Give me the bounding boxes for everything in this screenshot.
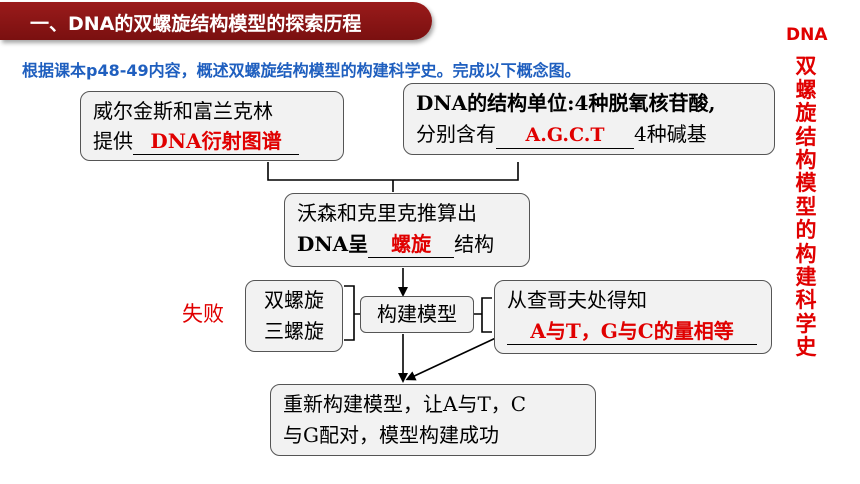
chargaff-answer: A与T，G与C的量相等 bbox=[507, 318, 757, 345]
section-banner: 一、DNA的双螺旋结构模型的探索历程 bbox=[0, 2, 432, 40]
rebuild-box: 重新构建模型，让A与T，C 与G配对，模型构建成功 bbox=[270, 384, 596, 456]
side-title-char: 双 bbox=[795, 54, 817, 79]
wilkins-answer: DNA衍射图谱 bbox=[133, 128, 299, 155]
side-title-char: 的 bbox=[795, 218, 817, 243]
side-title-char: 型 bbox=[795, 194, 817, 219]
rebuild-line1: 重新构建模型，让A与T，C bbox=[283, 392, 527, 416]
wilkins-line1: 威尔金斯和富兰克林 bbox=[93, 99, 273, 123]
unit-line1: DNA的结构单位:4种脱氧核苷酸, bbox=[416, 91, 716, 115]
helix-line1: 双螺旋 bbox=[264, 288, 324, 312]
chargaff-box: 从查哥夫处得知 A与T，G与C的量相等 bbox=[494, 280, 772, 354]
left-bracket bbox=[344, 285, 360, 341]
watson-crick-box: 沃森和克里克推算出 DNA呈螺旋结构 bbox=[284, 193, 530, 267]
arrow-chargaff-to-rebuild bbox=[405, 335, 501, 381]
instruction-text: 根据课本p48-49内容，概述双螺旋结构模型的构建科学史。完成以下概念图。 bbox=[22, 61, 581, 80]
chargaff-line1: 从查哥夫处得知 bbox=[507, 288, 647, 312]
top-bracket bbox=[267, 162, 519, 192]
side-title-char: 学 bbox=[795, 311, 817, 336]
rebuild-line2: 与G配对，模型构建成功 bbox=[283, 423, 499, 447]
unit-line2-prefix: 分别含有 bbox=[416, 122, 496, 146]
watson-line2: DNA呈螺旋结构 bbox=[297, 229, 517, 260]
side-title-char: DNA bbox=[786, 25, 828, 45]
helix-line2: 三螺旋 bbox=[264, 319, 324, 343]
side-title-char: 建 bbox=[795, 265, 817, 290]
watson-answer: 螺旋 bbox=[368, 231, 455, 258]
side-title-char: 结 bbox=[795, 124, 817, 149]
unit-answer: A.G.C.T bbox=[496, 122, 634, 149]
wilkins-line2-prefix: 提供 bbox=[93, 129, 133, 153]
side-title-char: 科 bbox=[795, 288, 817, 313]
side-title-char: 史 bbox=[795, 335, 817, 360]
build-model-box: 构建模型 bbox=[360, 296, 474, 333]
side-title-char: 旋 bbox=[795, 101, 817, 126]
side-title-char: 螺 bbox=[795, 77, 817, 102]
side-title-char: 构 bbox=[795, 148, 817, 173]
side-vertical-title: DNA 双 螺 旋 结 构 模 型 的 构 建 科 学 史 bbox=[786, 24, 828, 360]
side-title-char: 构 bbox=[795, 241, 817, 266]
unit-line2-suffix: 4种碱基 bbox=[634, 122, 707, 146]
right-bracket bbox=[474, 297, 492, 333]
helix-attempts-box: 双螺旋 三螺旋 bbox=[245, 280, 343, 352]
watson-line2-prefix: DNA呈 bbox=[297, 232, 369, 256]
chargaff-line2: A与T，G与C的量相等 bbox=[507, 316, 759, 347]
watson-line2-suffix: 结构 bbox=[454, 232, 495, 256]
side-title-char: 模 bbox=[795, 171, 817, 196]
watson-line1: 沃森和克里克推算出 bbox=[297, 201, 477, 225]
build-model-label: 构建模型 bbox=[377, 302, 457, 326]
banner-title: 一、DNA的双螺旋结构模型的探索历程 bbox=[30, 13, 362, 35]
fail-label: 失败 bbox=[182, 302, 224, 326]
